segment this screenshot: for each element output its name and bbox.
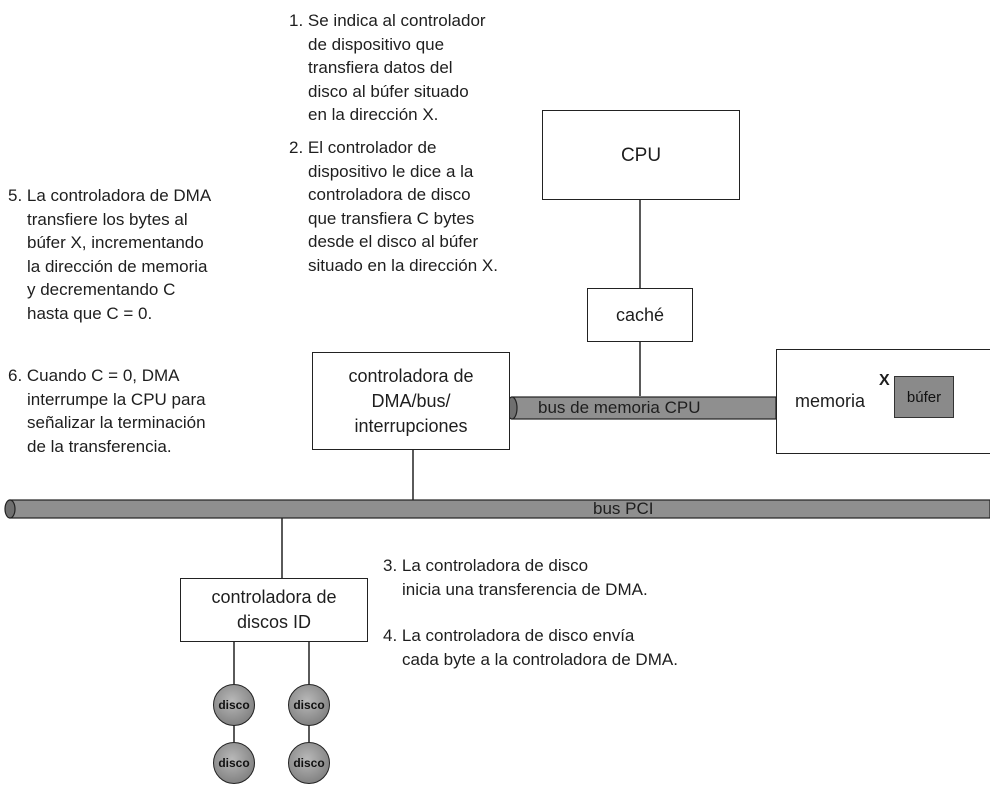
step-5-text: 5. La controladora de DMA transfiere los … bbox=[8, 184, 211, 325]
disk-3: disco bbox=[213, 742, 255, 784]
s3-line: 3. La controladora de disco bbox=[383, 556, 589, 575]
dma-controller-box: controladora de DMA/bus/ interrupciones bbox=[312, 352, 510, 450]
s5-line: hasta que C = 0. bbox=[27, 303, 153, 323]
s5-line: y decrementando C bbox=[27, 280, 176, 299]
pci-bus-end bbox=[4, 499, 16, 519]
s3-line: inicia una transferencia de DMA. bbox=[402, 579, 648, 599]
s5-line: transfiere los bytes al bbox=[27, 209, 188, 229]
disk-1: disco bbox=[213, 684, 255, 726]
s1-line: en la dirección X. bbox=[308, 105, 439, 124]
ide-controller-box: controladora de discos ID bbox=[180, 578, 368, 642]
s6-line: de la transferencia. bbox=[27, 436, 172, 456]
s4-line: cada byte a la controladora de DMA. bbox=[402, 649, 678, 669]
disk-4: disco bbox=[288, 742, 330, 784]
s5-line: búfer X, incrementando bbox=[27, 233, 204, 252]
buffer-block: búfer bbox=[894, 376, 954, 418]
disk-2: disco bbox=[288, 684, 330, 726]
s6-line: señalizar la terminación bbox=[27, 413, 206, 432]
s1-line: de dispositivo que bbox=[308, 34, 445, 54]
s2-line: controladora de disco bbox=[308, 185, 471, 204]
memory-bus-label: bus de memoria CPU bbox=[538, 398, 701, 417]
memory-box: memoria bbox=[776, 349, 990, 454]
s2-line: situado en la dirección X. bbox=[308, 255, 498, 275]
s5-line: 5. La controladora de DMA bbox=[8, 186, 212, 205]
cpu-box: CPU bbox=[542, 110, 740, 200]
s4-line: 4. La controladora de disco envía bbox=[383, 626, 635, 645]
pci-bus-label: bus PCI bbox=[593, 499, 654, 518]
memory-label: memoria bbox=[795, 391, 866, 411]
s2-line: 2. El controlador de bbox=[289, 138, 437, 157]
step-3-text: 3. La controladora de disco inicia una tr… bbox=[383, 554, 648, 601]
buffer-address-marker: X bbox=[879, 372, 890, 389]
s1-line: transfiera datos del bbox=[308, 58, 453, 77]
s5-line: la dirección de memoria bbox=[27, 256, 208, 276]
step-1-text: 1. Se indica al controlador de dispositiv… bbox=[289, 9, 486, 127]
cache-box: caché bbox=[587, 288, 693, 342]
s6-line: interrumpe la CPU para bbox=[27, 389, 206, 409]
step-2-text: 2. El controlador de dispositivo le dice … bbox=[289, 136, 498, 277]
pci-bus-bar bbox=[9, 499, 990, 519]
s2-line: dispositivo le dice a la bbox=[308, 161, 474, 181]
step-4-text: 4. La controladora de disco envía cada by… bbox=[383, 624, 678, 671]
s2-line: desde el disco al búfer bbox=[308, 232, 479, 251]
step-6-text: 6. Cuando C = 0, DMA interrumpe la CPU pa… bbox=[8, 364, 206, 458]
s2-line: que transfiera C bytes bbox=[308, 208, 475, 228]
s6-line: 6. Cuando C = 0, DMA bbox=[8, 366, 180, 385]
s1-line: 1. Se indica al controlador bbox=[289, 11, 486, 30]
s1-line: disco al búfer situado bbox=[308, 81, 469, 101]
